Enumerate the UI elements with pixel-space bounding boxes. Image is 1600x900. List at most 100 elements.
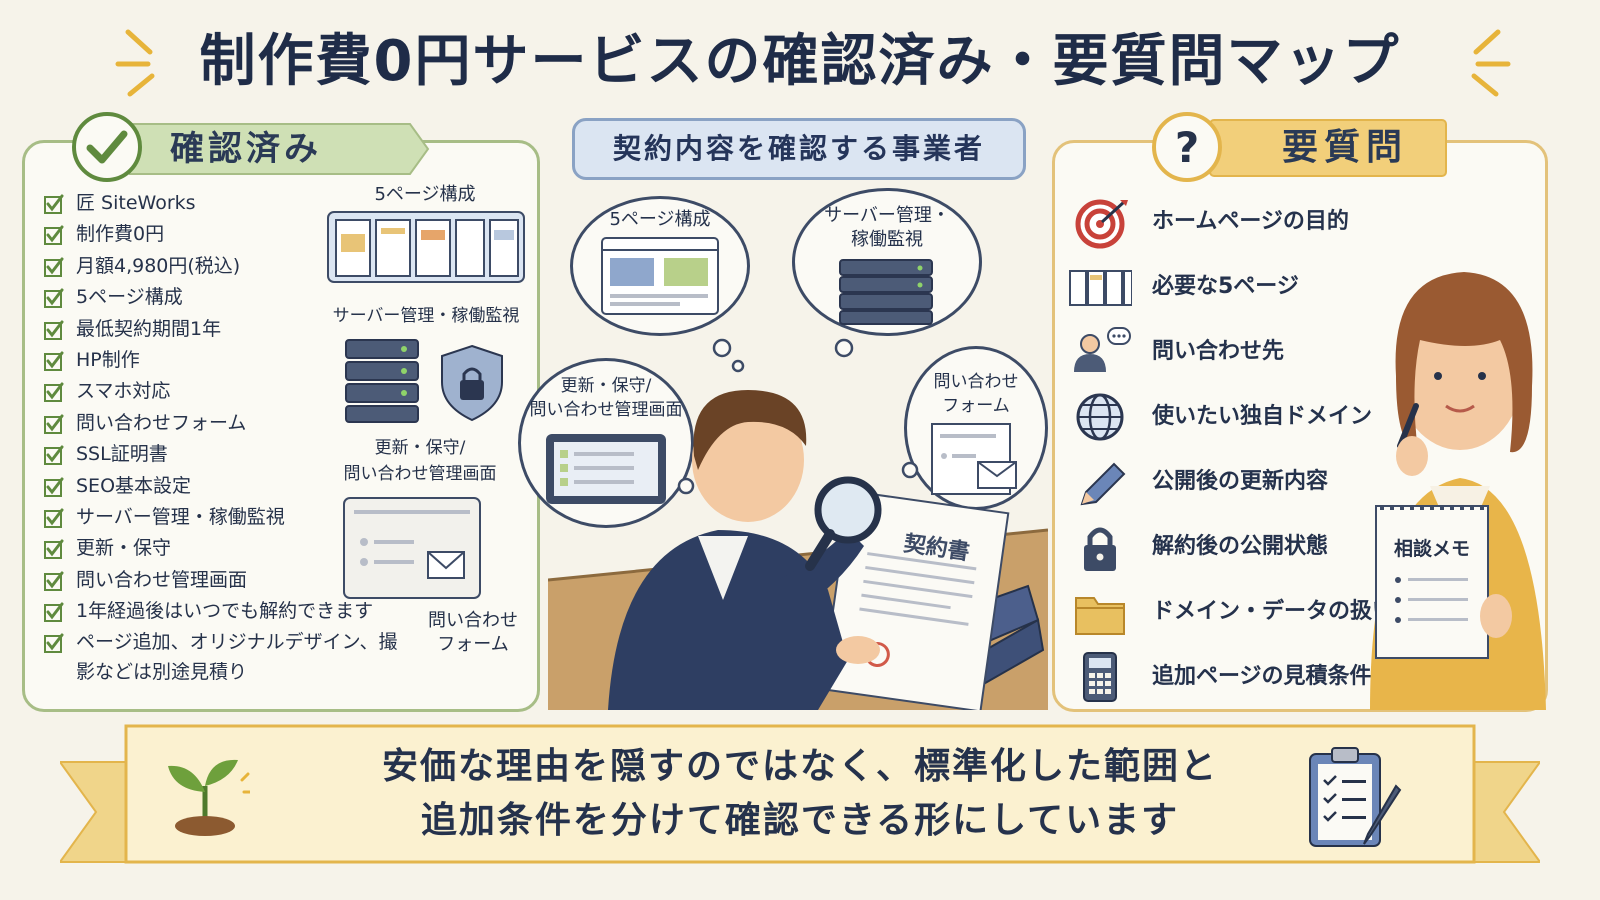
- questions-heading: 要質問: [1281, 127, 1408, 168]
- pages-illustration-label: 5ページ構成: [374, 184, 476, 205]
- server-shield-illustration: [345, 339, 503, 423]
- sprout-icon: [168, 759, 250, 836]
- server-rack-icon: [839, 259, 933, 325]
- bubble-admin-label-1: 更新・保守/: [560, 376, 652, 396]
- svg-text:?: ?: [1175, 123, 1199, 172]
- confirmed-item-label: ページ追加、オリジナルデザイン、撮影などは別途見積り: [76, 631, 398, 684]
- check-circle-icon: [72, 112, 142, 182]
- pages-illustration: [327, 211, 525, 283]
- checkbox-checked-icon: [44, 477, 64, 497]
- bubble-tail-pages: [712, 338, 745, 373]
- confirmed-item: スマホ対応: [42, 376, 422, 407]
- checkbox-checked-icon: [44, 194, 64, 214]
- confirmed-item: 5ページ構成: [42, 282, 422, 313]
- confirmed-item: 制作費0円: [42, 219, 422, 250]
- confirmed-item-label: SEO基本設定: [76, 474, 192, 497]
- form-illustration-label-1: 問い合わせ: [428, 610, 518, 631]
- confirmed-item-label: HP制作: [76, 348, 140, 371]
- checkbox-checked-icon: [44, 351, 64, 371]
- confirmed-item-label: 問い合わせフォーム: [76, 411, 247, 434]
- bubble-admin-label-2: 問い合わせ管理画面: [529, 400, 683, 420]
- form-illustration: [343, 497, 481, 599]
- confirmed-heading: 確認済み: [170, 129, 322, 169]
- question-item: 公開後の更新内容: [1068, 454, 1398, 510]
- question-item: ホームページの目的: [1068, 194, 1398, 250]
- bubble-form-label-1: 問い合わせ: [933, 372, 1019, 392]
- bubble-tail-server: [834, 338, 854, 358]
- bubble-form-label-2: フォーム: [942, 396, 1010, 416]
- target-icon: [1075, 199, 1128, 249]
- confirmed-item: 問い合わせ管理画面: [42, 565, 422, 596]
- confirmed-item-label: 月額4,980円(税込): [76, 254, 241, 277]
- bubble-server-label-1: サーバー管理・: [824, 205, 950, 226]
- question-item-label: ホームページの目的: [1152, 209, 1349, 234]
- page-title: 制作費0円サービスの確認済み・要質問マップ: [199, 29, 1401, 94]
- question-item-label: 追加ページの見積条件: [1152, 664, 1372, 689]
- bubble-tail-form: [901, 461, 919, 479]
- globe-icon: [1076, 393, 1124, 441]
- confirmed-item-label: 5ページ構成: [76, 286, 183, 309]
- checkbox-checked-icon: [44, 539, 64, 560]
- checkbox-checked-icon: [44, 602, 64, 623]
- confirmed-item: HP制作: [42, 345, 422, 376]
- checkbox-checked-icon: [44, 571, 64, 591]
- confirmed-item: 月額4,980円(税込): [42, 251, 422, 282]
- bubble-tail-admin: [677, 477, 695, 495]
- confirmed-item: ページ追加、オリジナルデザイン、撮影などは別途見積り: [42, 627, 402, 687]
- confirmed-item: 問い合わせフォーム: [42, 408, 422, 439]
- summary-line-2: 追加条件を分けて確認できる形にしています: [420, 800, 1180, 841]
- confirmed-item-label: 制作費0円: [76, 223, 165, 246]
- checkbox-checked-icon: [44, 225, 64, 246]
- confirmed-item: SSL証明書: [42, 439, 422, 470]
- folder-icon: [1075, 597, 1125, 635]
- checkbox-checked-icon: [44, 382, 64, 403]
- confirmed-item: サーバー管理・稼働監視: [42, 502, 422, 533]
- confirmed-item: 匠 SiteWorks: [42, 188, 422, 219]
- confirmed-item-label: 更新・保守: [76, 537, 172, 560]
- checkbox-checked-icon: [44, 633, 64, 654]
- confirmed-item: 更新・保守: [42, 533, 422, 564]
- consultant-woman-illustration: [1370, 272, 1546, 710]
- checkbox-checked-icon: [44, 257, 64, 277]
- contact-person-icon: [1074, 327, 1131, 372]
- question-item-label: 使いたい独自ドメイン: [1152, 404, 1373, 429]
- calculator-icon: [1083, 652, 1117, 702]
- question-circle-icon: ?: [1152, 112, 1222, 182]
- server-illustration-label: サーバー管理・稼働監視: [332, 306, 520, 326]
- question-item-label: 問い合わせ先: [1152, 339, 1285, 364]
- question-item: 使いたい独自ドメイン: [1068, 389, 1398, 445]
- checkbox-checked-icon: [44, 445, 64, 466]
- question-item: ドメイン・データの扱い: [1068, 584, 1398, 640]
- clipboard-checklist-icon: [1309, 747, 1402, 847]
- confirmed-item-label: SSL証明書: [76, 443, 168, 466]
- checkbox-checked-icon: [44, 320, 64, 340]
- checkbox-checked-icon: [44, 508, 64, 528]
- confirmed-item-label: 1年経過後はいつでも解約できます: [76, 600, 374, 623]
- consultation-memo-label: 相談メモ: [1393, 538, 1470, 560]
- pages-icon: [1069, 270, 1132, 306]
- question-item-label: ドメイン・データの扱い: [1152, 599, 1395, 624]
- confirmed-item-label: 匠 SiteWorks: [76, 192, 196, 214]
- checkbox-checked-icon: [44, 288, 64, 309]
- confirmed-list: 匠 SiteWorks 制作費0円月額4,980円(税込) 5ページ構成最低契約期間…: [42, 188, 422, 687]
- admin-illustration-label-1: 更新・保守/: [374, 438, 466, 458]
- confirmed-item-label: 最低契約期間1年: [76, 317, 222, 340]
- confirmed-item: 1年経過後はいつでも解約できます: [42, 596, 422, 627]
- checkbox-checked-icon: [44, 414, 64, 434]
- confirmed-item-label: サーバー管理・稼働監視: [76, 505, 285, 528]
- question-item-label: 解約後の公開状態: [1152, 534, 1329, 559]
- title-spark-right-icon: [1471, 29, 1511, 97]
- question-item-label: 公開後の更新内容: [1152, 469, 1329, 494]
- question-item: 必要な5ページ: [1068, 259, 1398, 315]
- question-item-label: 必要な5ページ: [1152, 274, 1299, 299]
- confirmed-item-label: スマホ対応: [76, 380, 171, 403]
- pencil-icon: [1080, 462, 1126, 506]
- summary-ribbon: [60, 724, 1540, 864]
- contact-form-icon: [931, 423, 1017, 495]
- summary-line-1: 安価な理由を隠すのではなく、標準化した範囲と: [381, 746, 1218, 787]
- title-spark-left-icon: [115, 29, 155, 97]
- confirmed-item-label: 問い合わせ管理画面: [76, 568, 248, 591]
- admin-illustration-label-2: 問い合わせ管理画面: [343, 464, 497, 484]
- form-illustration-label-2: フォーム: [437, 634, 509, 655]
- bubble-server-label-2: 稼働監視: [851, 229, 923, 250]
